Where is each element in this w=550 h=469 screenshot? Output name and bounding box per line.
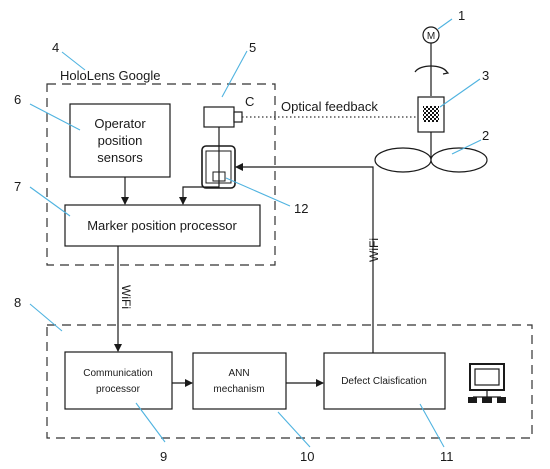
computer-icon bbox=[468, 363, 506, 403]
ref-number-9: 9 bbox=[160, 449, 167, 464]
leader-6 bbox=[29, 103, 81, 131]
ref-number-7: 7 bbox=[14, 179, 21, 194]
arrow-camera-to-marker bbox=[179, 127, 220, 205]
wifi-label-right: WiFi bbox=[367, 238, 381, 262]
ref-number-6: 6 bbox=[14, 92, 21, 107]
comm-processor-line1: Communication bbox=[83, 368, 152, 379]
marker-processor-label: Marker position processor bbox=[87, 218, 237, 233]
hololens-label: HoloLens Google bbox=[60, 68, 160, 83]
leader-1 bbox=[437, 18, 453, 30]
motor-symbol: M bbox=[427, 31, 435, 42]
operator-sensors-line3: sensors bbox=[97, 150, 143, 165]
leader-7 bbox=[29, 186, 71, 217]
ref-number-5: 5 bbox=[249, 40, 256, 55]
comm-processor-line2: processor bbox=[96, 384, 141, 395]
ref-number-2: 2 bbox=[482, 128, 489, 143]
marker-processor-box bbox=[64, 204, 261, 247]
ref-number-11: 11 bbox=[440, 449, 454, 464]
leader-2 bbox=[451, 139, 482, 155]
arrow-defect-to-tablet bbox=[235, 163, 374, 353]
ref-number-1: 1 bbox=[458, 8, 465, 23]
ref-number-3: 3 bbox=[482, 68, 489, 83]
ref-number-4: 4 bbox=[52, 40, 59, 55]
camera-icon bbox=[203, 106, 243, 128]
ann-line1: ANN bbox=[228, 368, 249, 379]
leader-3 bbox=[439, 78, 481, 108]
leader-8 bbox=[29, 303, 63, 332]
defect-box bbox=[323, 352, 446, 410]
hololens-region bbox=[46, 83, 276, 266]
camera-label: C bbox=[245, 94, 254, 109]
optical-feedback-label: Optical feedback bbox=[281, 99, 378, 114]
operator-sensors-line2: position bbox=[98, 133, 143, 148]
ann-box bbox=[192, 352, 287, 410]
checker-marker-icon bbox=[417, 96, 445, 133]
leader-11 bbox=[419, 403, 445, 448]
ref-number-12: 12 bbox=[294, 201, 308, 216]
processing-region bbox=[46, 324, 533, 439]
leader-9 bbox=[135, 402, 166, 443]
propeller-icon bbox=[374, 147, 488, 173]
motor-icon: M bbox=[422, 26, 440, 44]
ref-number-8: 8 bbox=[14, 295, 21, 310]
operator-sensors-line1: Operator bbox=[94, 116, 146, 131]
wifi-label-left: WiFi bbox=[119, 285, 133, 309]
ref-number-10: 10 bbox=[300, 449, 314, 464]
leader-10 bbox=[277, 411, 311, 448]
operator-sensors-box bbox=[69, 103, 171, 178]
leader-5 bbox=[221, 50, 248, 98]
leader-12 bbox=[225, 177, 291, 207]
comm-processor-box bbox=[64, 351, 173, 410]
defect-label: Defect Claisfication bbox=[341, 376, 427, 387]
rotation-arrow-head bbox=[442, 68, 450, 75]
leader-4 bbox=[61, 51, 86, 71]
ann-line2: mechanism bbox=[213, 384, 264, 395]
